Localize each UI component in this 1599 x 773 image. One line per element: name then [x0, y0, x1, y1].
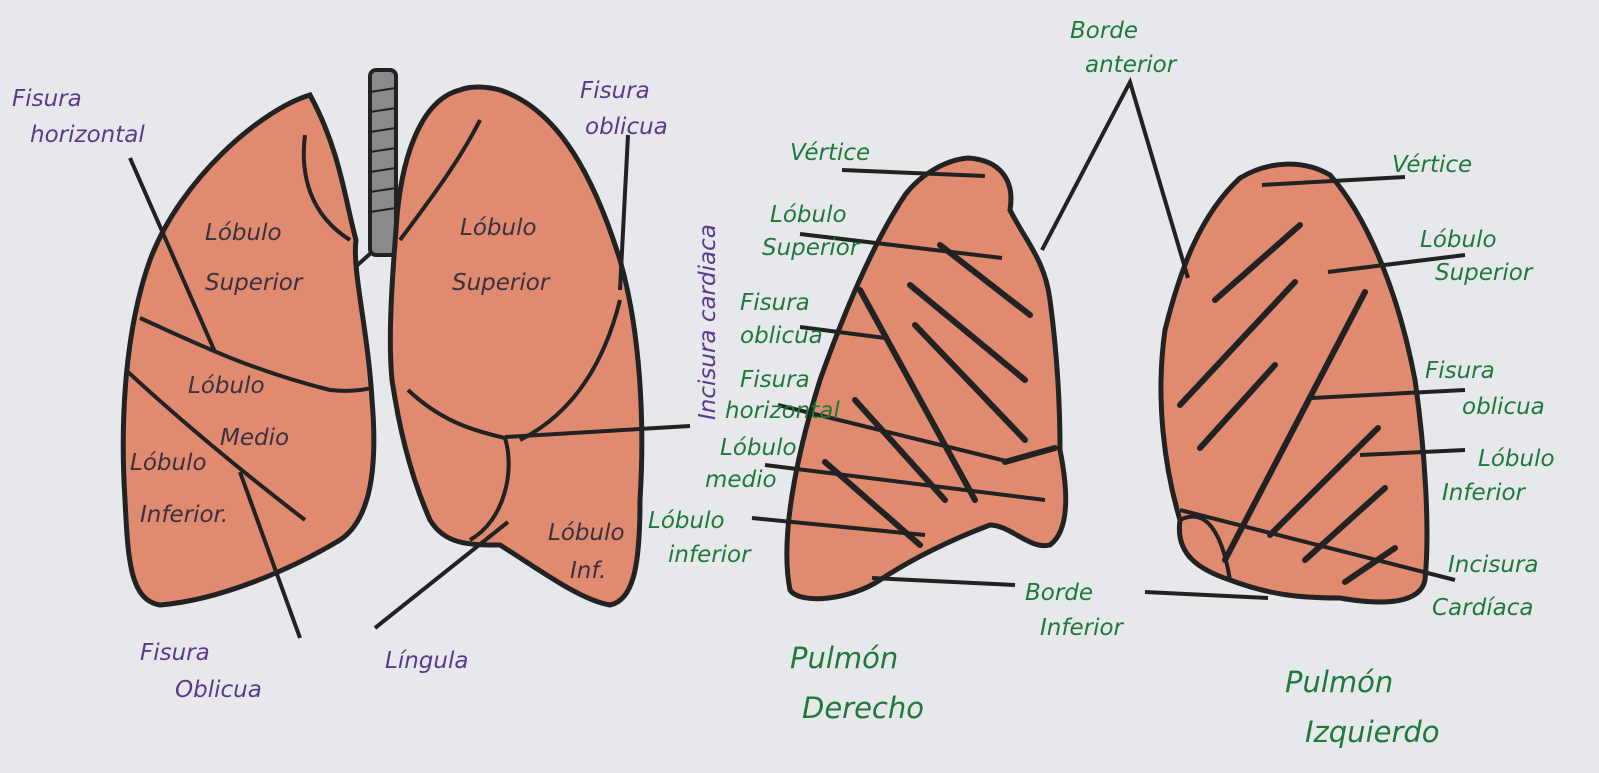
title-pulmon-derecho-1: Pulmón [790, 641, 898, 675]
label-front-left-lobulo-superior-2: Superior [452, 270, 551, 296]
label-fisura-oblicua-bottom-2: Oblicua [175, 677, 262, 703]
label-right-lobulo-superior-2: Superior [762, 235, 861, 261]
label-borde-anterior-2: anterior [1085, 52, 1178, 78]
label-borde-inferior-1: Borde [1025, 580, 1093, 606]
label-right-fisura-oblicua-2: oblicua [740, 323, 823, 349]
label-front-right-lobulo-superior-1: Lóbulo [205, 220, 282, 246]
label-left-vertice: Vértice [1392, 152, 1472, 178]
label-left-lobulo-superior-1: Lóbulo [1420, 227, 1497, 253]
label-front-left-lobulo-inferior-1: Lóbulo [548, 520, 625, 546]
label-left-fisura-oblicua-2: oblicua [1462, 394, 1545, 420]
label-front-right-lobulo-inferior-2: Inferior. [140, 502, 228, 528]
front-right-lung [123, 95, 374, 638]
front-right-lung-shape [123, 95, 374, 605]
label-right-fisura-horizontal-1: Fisura [740, 367, 810, 393]
label-front-left-lobulo-inferior-2: Inf. [570, 558, 606, 584]
label-fisura-oblicua-bottom-1: Fisura [140, 640, 210, 666]
label-right-fisura-horizontal-2: horizontal [725, 398, 840, 424]
label-right-fisura-oblicua-1: Fisura [740, 290, 810, 316]
label-borde-anterior-1: Borde [1070, 18, 1138, 44]
label-front-right-lobulo-medio-2: Medio [220, 425, 289, 451]
front-left-lung [375, 87, 690, 628]
title-pulmon-izquierdo-2: Izquierdo [1305, 715, 1440, 749]
label-right-lobulo-inferior-2: inferior [668, 542, 752, 568]
label-right-lobulo-medio-1: Lóbulo [720, 435, 797, 461]
title-pulmon-izquierdo-1: Pulmón [1285, 665, 1393, 699]
label-front-left-lobulo-superior-1: Lóbulo [460, 215, 537, 241]
label-right-lobulo-superior-1: Lóbulo [770, 202, 847, 228]
label-left-fisura-oblicua-1: Fisura [1425, 358, 1495, 384]
label-fisura-oblicua-top-2: oblicua [585, 114, 668, 140]
label-lingula: Língula [385, 648, 468, 674]
label-right-lobulo-medio-2: medio [705, 467, 777, 493]
label-fisura-horizontal-1: Fisura [12, 86, 82, 112]
label-left-incisura-cardiaca-1: Incisura [1448, 552, 1539, 578]
label-front-right-lobulo-medio-1: Lóbulo [188, 373, 265, 399]
label-front-right-lobulo-superior-2: Superior [205, 270, 304, 296]
title-pulmon-derecho-2: Derecho [802, 691, 924, 725]
label-borde-inferior-2: Inferior [1040, 615, 1125, 641]
label-fisura-oblicua-top-1: Fisura [580, 78, 650, 104]
label-left-lobulo-inferior-2: Inferior [1442, 480, 1527, 506]
label-fisura-horizontal-2: horizontal [30, 122, 145, 148]
label-left-incisura-cardiaca-2: Cardíaca [1432, 595, 1533, 621]
label-right-vertice: Vértice [790, 140, 870, 166]
label-left-lobulo-inferior-1: Lóbulo [1478, 446, 1555, 472]
label-incisura-cardiaca-front: Incisura cardiaca [695, 224, 721, 420]
label-front-right-lobulo-inferior-1: Lóbulo [130, 450, 207, 476]
label-right-lobulo-inferior-1: Lóbulo [648, 508, 725, 534]
label-left-lobulo-superior-2: Superior [1435, 260, 1534, 286]
